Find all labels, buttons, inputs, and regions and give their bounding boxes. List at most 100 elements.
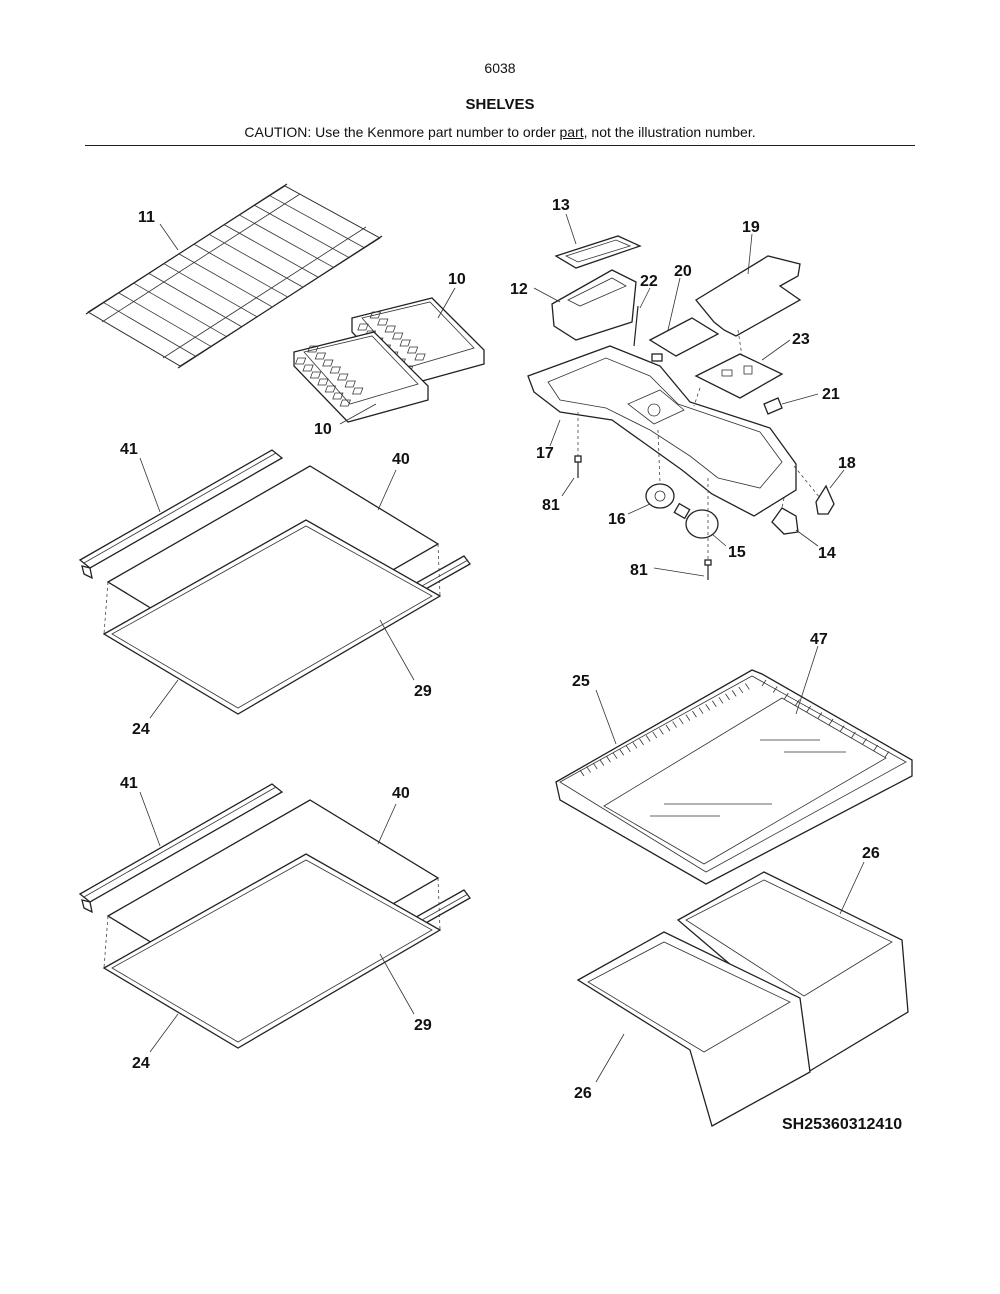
ice-cell: [322, 359, 334, 367]
vent-slot: [619, 749, 625, 756]
header-divider: [85, 145, 915, 146]
ice-cell: [324, 385, 337, 393]
crisper-glass-insert[interactable]: [603, 697, 887, 865]
vent-slot: [862, 738, 867, 745]
wire-rod: [284, 185, 381, 239]
callout-19: 19: [742, 219, 760, 236]
vent-slot: [645, 735, 651, 742]
diagram-code: SH25360312410: [782, 1116, 903, 1133]
wire-rod: [254, 205, 350, 259]
control-board-23[interactable]: [694, 353, 784, 399]
wire-rod: [163, 263, 258, 318]
knob-14[interactable]: [771, 507, 799, 535]
vent-slot: [884, 751, 890, 758]
callout-26-lower: 26: [574, 1085, 592, 1102]
vent-slot: [772, 686, 778, 693]
wire-harness-22[interactable]: [633, 305, 663, 362]
damper-18[interactable]: [815, 484, 835, 515]
page-title: SHELVES: [465, 96, 535, 113]
crisper-cover-frame[interactable]: [555, 669, 913, 885]
screw-81-lower[interactable]: [704, 559, 712, 580]
callout-11: 11: [138, 209, 155, 226]
ice-cell: [339, 399, 351, 407]
callout-41-lower: 41: [120, 775, 138, 792]
vent-slot: [665, 724, 671, 732]
ice-cell: [332, 392, 344, 400]
ice-cell: [294, 357, 307, 365]
vent-slot: [599, 759, 605, 766]
vent-slot: [784, 692, 789, 700]
vent-slot: [625, 745, 631, 752]
vent-slot: [817, 712, 823, 719]
wire-rod: [193, 243, 288, 298]
callout-47: 47: [810, 631, 828, 648]
vent-slot: [678, 717, 684, 725]
heat-shield-20[interactable]: [648, 317, 720, 357]
wire-rod: [239, 214, 335, 268]
wire-rod: [178, 253, 273, 308]
caution-text: CAUTION: Use the Kenmore part number to …: [0, 124, 1000, 140]
ice-cell: [344, 380, 356, 388]
lamp-socket-16[interactable]: [645, 483, 675, 509]
ice-cell: [392, 332, 404, 340]
vent-slot: [718, 697, 724, 704]
caution-link[interactable]: part: [559, 124, 584, 140]
callout-16: 16: [608, 511, 626, 528]
screw-81-upper[interactable]: [574, 455, 582, 478]
callout-20: 20: [674, 263, 692, 280]
callout-26-upper: 26: [862, 845, 880, 862]
callout-81-lower: 81: [630, 562, 648, 579]
vent-slot: [873, 744, 878, 752]
ice-cell: [307, 345, 319, 353]
crisper-drawer-front[interactable]: [576, 931, 811, 1127]
vent-slot: [659, 728, 664, 735]
vent-slot: [851, 731, 856, 739]
callout-14: 14: [818, 545, 836, 562]
callout-25: 25: [572, 673, 590, 690]
light-housing-17[interactable]: [527, 345, 797, 517]
shelf-trim-rear-upper[interactable]: [78, 449, 284, 580]
callout-17: 17: [536, 445, 554, 462]
filter-cover-13[interactable]: [554, 235, 642, 269]
vent-slot: [639, 738, 644, 746]
insulation-19[interactable]: [695, 255, 802, 337]
vent-slot: [828, 718, 834, 726]
caution-suffix: , not the illustration number.: [583, 124, 756, 140]
ice-cell: [399, 339, 411, 347]
page-number: 6038: [484, 60, 516, 76]
leader-lines: [139, 213, 865, 1083]
wire-rod: [118, 292, 211, 347]
ice-cell: [302, 364, 314, 372]
shelf-frame-upper[interactable]: [102, 519, 442, 715]
vent-slot: [711, 700, 717, 707]
connector-21[interactable]: [763, 397, 783, 415]
callout-81-upper: 81: [542, 497, 560, 514]
callout-24-upper: 24: [132, 721, 150, 738]
vent-slot: [586, 766, 591, 773]
callout-29-upper: 29: [414, 683, 432, 700]
wire-shelf[interactable]: [85, 183, 383, 369]
wire-rod: [209, 234, 304, 288]
wire-rod: [148, 272, 242, 327]
vent-slot: [652, 731, 658, 739]
shelf-trim-rear-lower[interactable]: [78, 783, 284, 914]
ice-cell: [377, 318, 389, 326]
vent-slot: [738, 686, 744, 694]
vent-slot: [606, 755, 611, 763]
shelf-frame-lower[interactable]: [102, 853, 442, 1049]
callout-21: 21: [822, 386, 840, 403]
callout-24-lower: 24: [132, 1055, 150, 1072]
vent-slot: [745, 683, 750, 690]
filter-housing-12[interactable]: [551, 269, 637, 341]
light-bulb-15[interactable]: [673, 502, 719, 539]
ice-cell: [357, 323, 369, 331]
ice-cell: [352, 387, 364, 395]
ice-cell: [329, 366, 341, 374]
vent-slot: [672, 721, 677, 728]
vent-slot: [761, 679, 767, 687]
caution-prefix: CAUTION: Use the Kenmore part number to …: [244, 124, 560, 140]
callout-18: 18: [838, 455, 856, 472]
ice-tray-lower[interactable]: [293, 331, 429, 423]
vent-slot: [705, 704, 711, 711]
